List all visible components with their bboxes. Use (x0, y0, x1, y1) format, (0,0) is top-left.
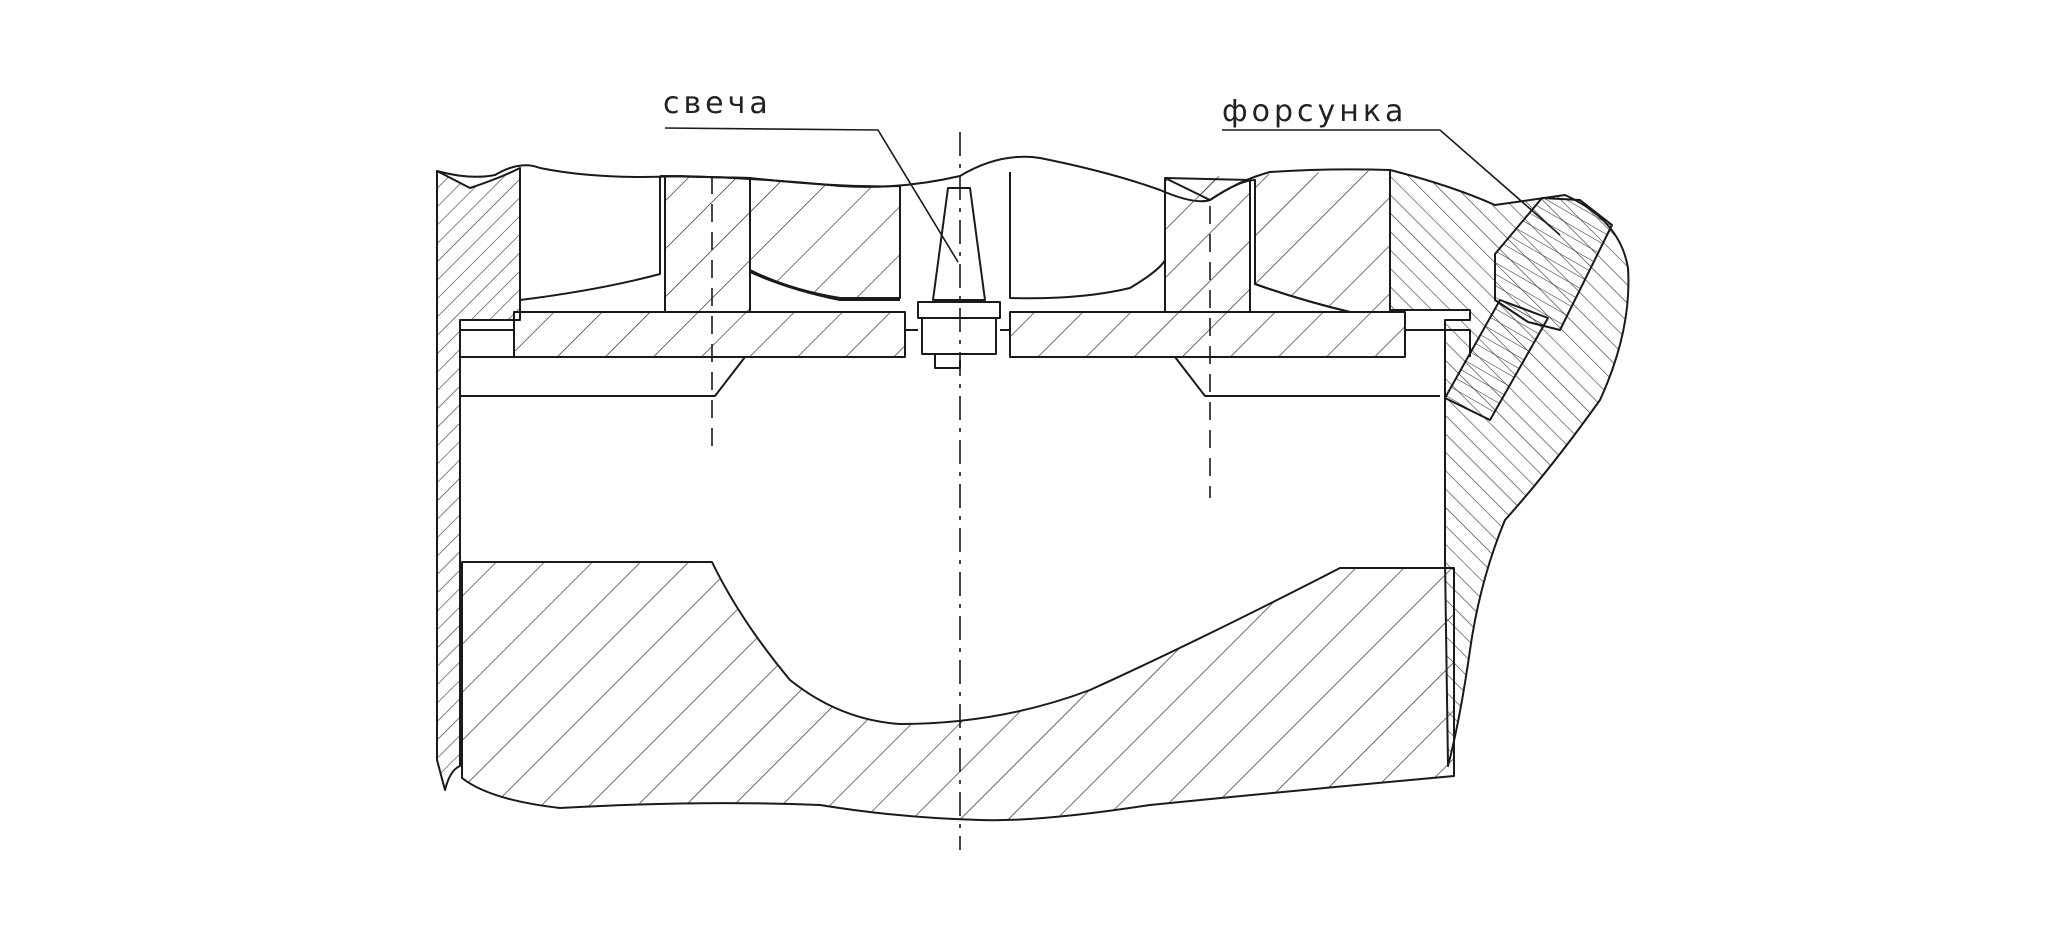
combustion-chamber-outline (460, 329, 515, 358)
left-valve-pocket (519, 168, 661, 301)
left-cylinder-wall (436, 167, 521, 791)
spark-plug (905, 187, 1010, 369)
chamber-lower-line-right (1174, 356, 1440, 397)
right-head-plate (1009, 311, 1406, 358)
left-head-plate (513, 311, 906, 358)
spark-plug-label: свеча (663, 86, 772, 121)
combustion-chamber-outline-right (1405, 329, 1471, 357)
leader-injector (1222, 129, 1561, 236)
left-valve-pocket-2 (749, 178, 900, 301)
left-valve-guide (659, 175, 901, 299)
chamber-lower-line-left (460, 356, 746, 397)
injector-nozzle (1444, 299, 1549, 421)
piston (461, 561, 1455, 822)
injector-label: форсунка (1222, 94, 1408, 129)
right-valve-pocket (1009, 172, 1166, 300)
right-upper-valve-block (1164, 177, 1251, 313)
left-upper-valve-block (664, 175, 751, 313)
leader-spark-plug (664, 127, 959, 263)
